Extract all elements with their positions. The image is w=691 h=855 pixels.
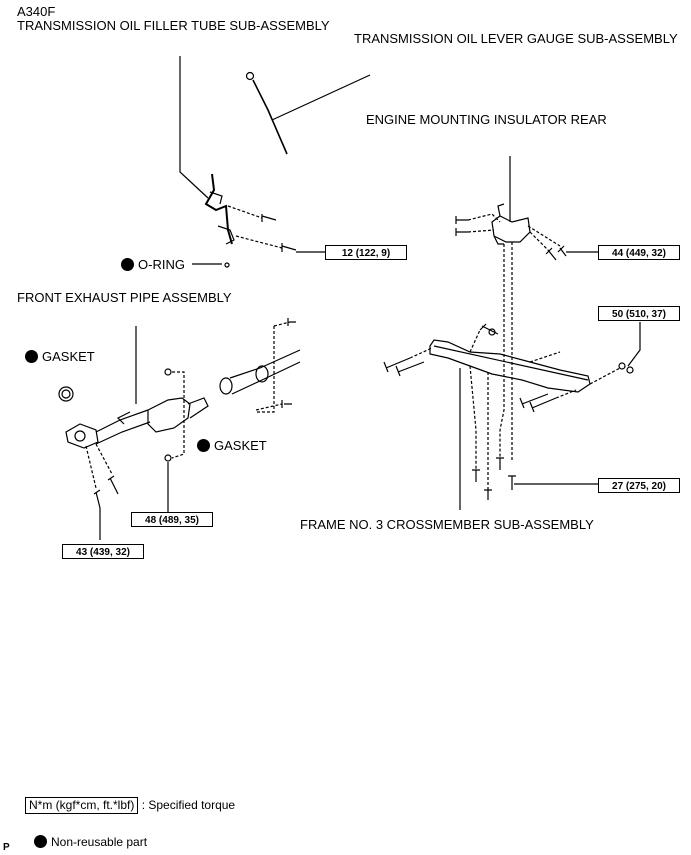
non-reusable-icon [34, 835, 47, 848]
crossmember-bolt-low1 [472, 469, 480, 482]
exhaust-bolt-1 [287, 318, 296, 326]
legend-torque-box: N*m (kgf*cm, ft.*lbf) [25, 797, 139, 814]
crossmember-bolt-r1 [519, 393, 549, 409]
crossmember-bolt-low3 [496, 457, 504, 470]
legend-nonreusable: Non-reusable part [34, 835, 147, 850]
torque-exhaust-flange: 48 (489, 35) [131, 512, 213, 527]
exhaust-nut-2 [164, 454, 172, 462]
filler-tube [204, 173, 233, 245]
exhaust-bolt-4 [93, 489, 101, 509]
model-code: A340F [17, 4, 56, 19]
filler-bolt-2 [281, 243, 297, 252]
crossmember [429, 339, 591, 393]
torque-crossmember-upper: 50 (510, 37) [598, 306, 680, 321]
legend-torque: N*m (kgf*cm, ft.*lbf) : Specified torque [25, 797, 235, 814]
legend-torque-text: : Specified torque [141, 798, 236, 812]
catalytic-converter [147, 397, 191, 433]
crossmember-nut-1 [479, 323, 491, 331]
crossmember-nut-4 [626, 366, 634, 374]
lever-gauge-handle [245, 71, 255, 81]
crossmember-bolt-l2 [395, 361, 425, 377]
crossmember-nut-2 [489, 329, 499, 335]
filler-bolt-1 [261, 214, 277, 222]
insulator-bolt-4 [557, 245, 567, 257]
insulator-bolt-1 [455, 216, 468, 224]
crossmember-bolt-low2 [484, 489, 492, 500]
label-front-exhaust: FRONT EXHAUST PIPE ASSEMBLY [17, 290, 232, 305]
lever-gauge-rod [252, 79, 288, 155]
insulator-bolt-2 [455, 228, 468, 236]
corner-mark: P [3, 842, 10, 853]
label-lever-gauge: TRANSMISSION OIL LEVER GAUGE SUB-ASSEMBL… [354, 31, 678, 46]
label-engine-insulator: ENGINE MOUNTING INSULATOR REAR [366, 112, 607, 127]
filler-tube-leader [179, 56, 209, 199]
torque-insulator: 44 (449, 32) [598, 245, 680, 260]
label-filler-tube: TRANSMISSION OIL FILLER TUBE SUB-ASSEMBL… [17, 18, 330, 33]
non-reusable-icon [25, 350, 38, 363]
o-ring-part [224, 262, 230, 268]
torque-exhaust-front: 43 (439, 32) [62, 544, 144, 559]
crossmember-bolt-l1 [383, 357, 411, 373]
torque-crossmember-lower: 27 (275, 20) [598, 478, 680, 493]
crossmember-bolt-low4 [508, 475, 516, 490]
gasket-part-left [58, 386, 74, 402]
exhaust-flange-front [65, 423, 99, 449]
insulator-bolt-3 [545, 247, 557, 261]
exhaust-bolt-2 [281, 400, 292, 408]
exhaust-tailpipe [229, 349, 301, 395]
label-crossmember: FRAME NO. 3 CROSSMEMBER SUB-ASSEMBLY [300, 517, 594, 532]
gasket-part-right [219, 377, 233, 395]
lever-gauge-leader [271, 74, 371, 121]
torque-filler: 12 (122, 9) [325, 245, 407, 260]
crossmember-bolt-r2 [529, 397, 557, 413]
label-gasket-left: GASKET [25, 349, 95, 364]
non-reusable-icon [121, 258, 134, 271]
crossmember-nut-3 [618, 362, 626, 370]
exhaust-nut-1 [164, 368, 172, 376]
non-reusable-icon [197, 439, 210, 452]
label-o-ring: O-RING [121, 257, 185, 272]
exhaust-bolt-3 [107, 475, 119, 495]
label-gasket-right: GASKET [197, 438, 267, 453]
